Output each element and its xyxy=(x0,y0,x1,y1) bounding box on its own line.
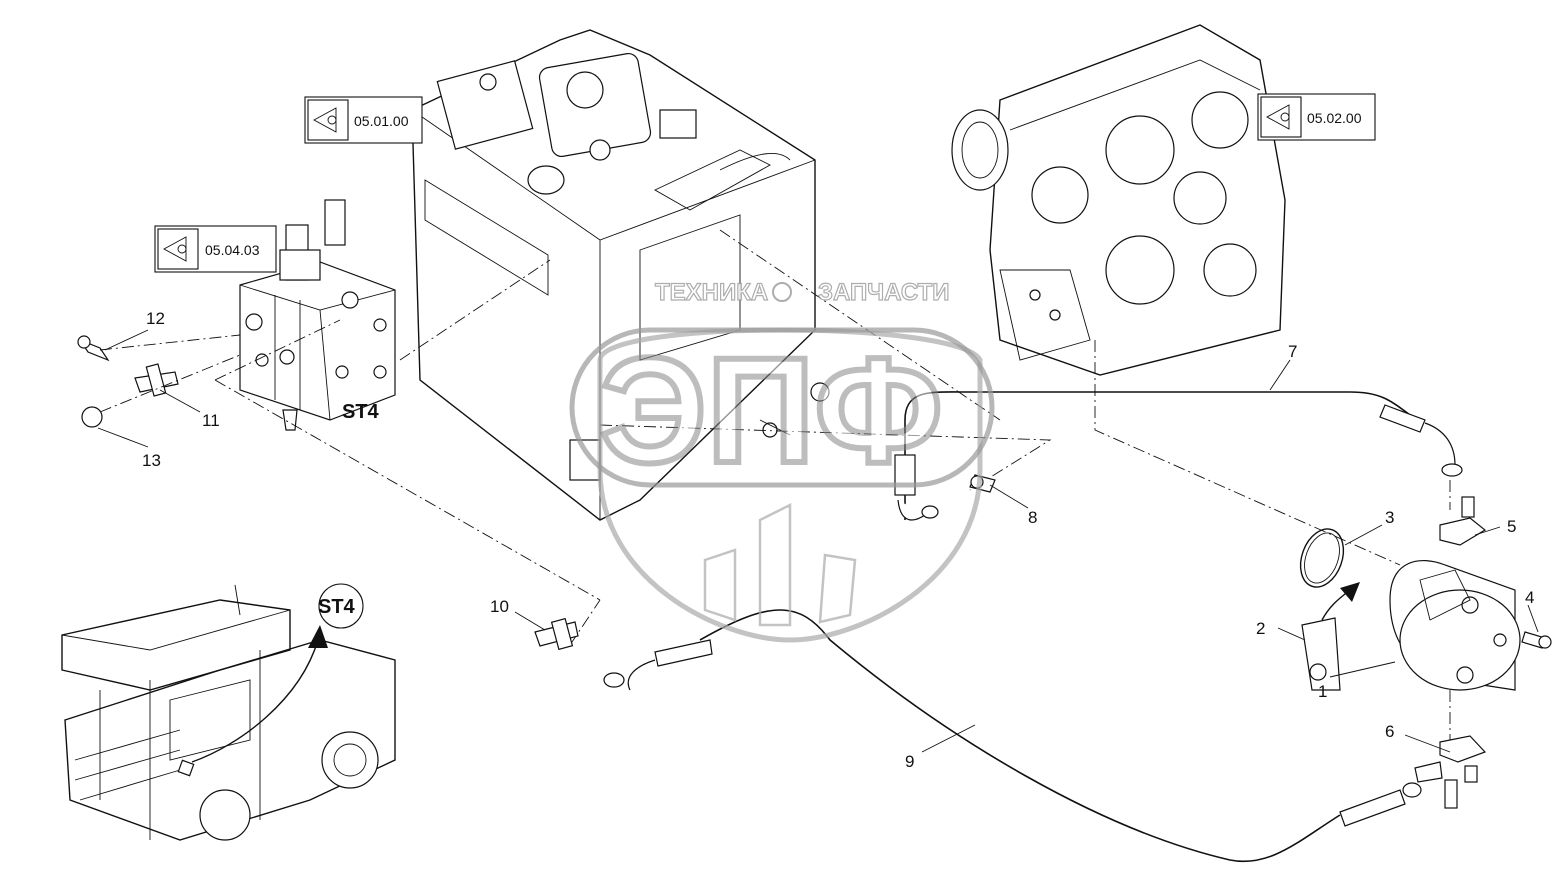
overview-unit-label: ST4 xyxy=(318,596,356,618)
reference-code: 05.02.00 xyxy=(1307,110,1362,126)
screw-4 xyxy=(1521,631,1552,649)
watermark-logo: ЭПФ ТЕХНИКА ЗАПЧАСТИ xyxy=(569,278,995,643)
assembly-arrow xyxy=(1321,582,1360,621)
flange-6 xyxy=(1414,735,1487,809)
watermark-right-word: ЗАПЧАСТИ xyxy=(818,279,950,306)
reference-box-05-02-00[interactable]: 05.02.00 xyxy=(1257,93,1376,141)
part-number-12: 12 xyxy=(146,309,165,328)
leader-lines xyxy=(97,329,1539,753)
part-number-10: 10 xyxy=(490,597,509,616)
part-number-7: 7 xyxy=(1288,342,1297,361)
pump-transfer-gearbox xyxy=(951,24,1286,376)
tee-fitting-10 xyxy=(534,617,579,651)
reference-code: 05.04.03 xyxy=(205,242,260,258)
valve-block-st4: ST4 xyxy=(239,199,396,431)
part-number-6: 6 xyxy=(1385,722,1394,741)
part-number-9: 9 xyxy=(905,752,914,771)
assembly-lines xyxy=(99,229,1451,740)
part-number-labels: 1 2 3 4 5 6 7 8 9 10 11 12 13 xyxy=(142,309,1534,771)
reference-box-05-01-00[interactable]: 05.01.00 xyxy=(304,96,423,144)
flange-5 xyxy=(1439,496,1487,546)
unit-label: ST4 xyxy=(342,401,380,423)
reference-code: 05.01.00 xyxy=(354,113,409,129)
tee-fitting-11 xyxy=(134,363,179,397)
part-number-2: 2 xyxy=(1256,619,1265,638)
paver-machine-overview: ST4 xyxy=(61,583,396,841)
part-number-8: 8 xyxy=(1028,508,1037,527)
part-number-5: 5 xyxy=(1507,517,1516,536)
part-number-11: 11 xyxy=(202,411,220,430)
part-number-1: 1 xyxy=(1318,682,1327,701)
o-ring-3 xyxy=(1299,528,1345,588)
sealant-tube-2 xyxy=(1301,617,1341,691)
part-number-13: 13 xyxy=(142,451,161,470)
screw-connector-12 xyxy=(77,335,110,362)
hose-9 xyxy=(603,609,1422,863)
part-number-4: 4 xyxy=(1525,588,1534,607)
watermark-logo-letters: ЭПФ xyxy=(600,326,943,494)
screw-connector-8 xyxy=(969,474,996,493)
gear-pump-1 xyxy=(1389,559,1521,691)
part-number-3: 3 xyxy=(1385,508,1394,527)
reference-box-05-04-03[interactable]: 05.04.03 xyxy=(154,225,277,273)
cap-nut-13 xyxy=(81,406,103,428)
watermark-left-word: ТЕХНИКА xyxy=(655,279,768,306)
